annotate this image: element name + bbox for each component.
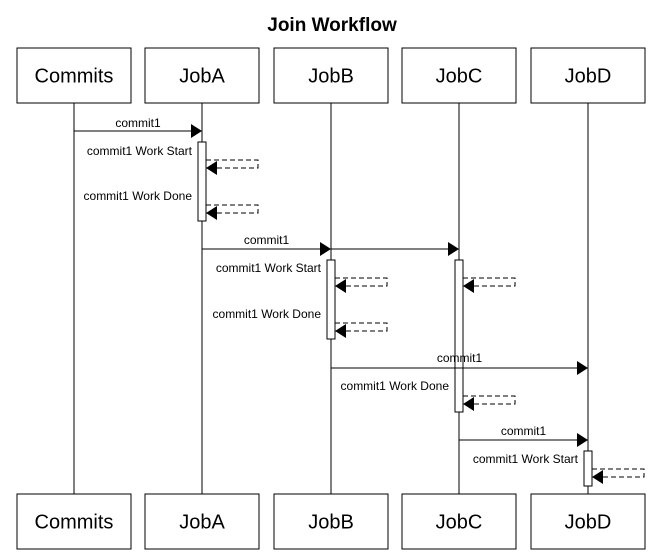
self-message-line — [463, 395, 516, 405]
message-label: commit1 Work Start — [473, 452, 579, 466]
participant-label: JobA — [179, 512, 225, 534]
message-11: commit1 Work Start — [473, 452, 645, 484]
activation-bar-jobd — [583, 450, 593, 487]
self-message-line — [335, 322, 388, 332]
participant-rect — [16, 47, 132, 104]
participant-box-jobb-top: JobB — [273, 47, 389, 104]
message-label: commit1 — [501, 424, 547, 438]
participant-box-jobc-bottom: JobC — [401, 493, 517, 550]
arrowhead — [463, 397, 474, 411]
participant-rect — [530, 47, 646, 104]
participant-label: JobA — [179, 66, 225, 88]
message-label: commit1 — [244, 233, 290, 247]
participant-label: JobD — [565, 512, 612, 534]
arrowhead — [448, 242, 459, 256]
activation-bar-jobc — [454, 259, 464, 413]
participant-rect — [401, 493, 517, 550]
message-0: commit1 — [74, 116, 202, 138]
message-2: commit1 Work Done — [84, 189, 259, 220]
participant-rect — [273, 47, 389, 104]
arrowhead — [191, 124, 202, 138]
participant-box-joba-top: JobA — [144, 47, 260, 104]
participant-box-jobc-top: JobC — [401, 47, 517, 104]
self-message-line — [335, 277, 388, 287]
activation-bar-jobb — [326, 259, 336, 340]
self-message-line — [206, 159, 259, 169]
arrowhead — [577, 361, 588, 375]
arrowhead — [577, 433, 588, 447]
participant-label: Commits — [35, 512, 114, 534]
message-8: commit1 — [331, 351, 588, 375]
messages: commit1 commit1 Work Start commit1 Work Do… — [74, 116, 645, 484]
participant-label: JobB — [308, 66, 354, 88]
activation-bars — [197, 141, 593, 487]
participant-rect — [16, 493, 132, 550]
message-label: commit1 — [115, 116, 161, 130]
participant-rect — [530, 493, 646, 550]
diagram-title: Join Workflow — [267, 15, 397, 36]
participant-label: JobD — [565, 66, 612, 88]
message-label: commit1 — [437, 351, 483, 365]
arrowhead — [463, 279, 474, 293]
participant-label: JobC — [436, 512, 483, 534]
activation-bar-joba — [197, 141, 207, 222]
arrowhead — [206, 206, 217, 220]
participant-box-jobd-bottom: JobD — [530, 493, 646, 550]
message-10: commit1 — [459, 424, 588, 447]
participant-box-jobd-top: JobD — [530, 47, 646, 104]
self-message-line — [592, 468, 645, 478]
participant-box-commits-top: Commits — [16, 47, 132, 104]
message-label: commit1 Work Done — [213, 307, 322, 321]
message-label: commit1 Work Start — [87, 144, 193, 158]
participant-label: JobC — [436, 66, 483, 88]
participant-boxes: CommitsCommitsJobAJobAJobBJobBJobCJobCJo… — [16, 47, 646, 550]
participant-rect — [273, 493, 389, 550]
arrowhead — [206, 161, 217, 175]
message-7: commit1 Work Done — [213, 307, 388, 338]
participant-box-joba-bottom: JobA — [144, 493, 260, 550]
message-label: commit1 Work Done — [84, 189, 193, 203]
self-message-line — [206, 204, 259, 214]
message-4 — [331, 242, 459, 256]
arrowhead — [335, 324, 346, 338]
message-9: commit1 Work Done — [341, 379, 516, 411]
self-message-line — [463, 277, 516, 287]
participant-label: JobB — [308, 512, 354, 534]
arrowhead — [592, 470, 603, 484]
arrowhead — [335, 279, 346, 293]
participant-rect — [144, 493, 260, 550]
message-1: commit1 Work Start — [87, 144, 259, 175]
message-label: commit1 Work Start — [216, 261, 322, 275]
message-5: commit1 Work Start — [216, 261, 388, 293]
participant-box-jobb-bottom: JobB — [273, 493, 389, 550]
arrowhead — [320, 242, 331, 256]
participant-box-commits-bottom: Commits — [16, 493, 132, 550]
message-6 — [463, 277, 516, 293]
message-3: commit1 — [202, 233, 331, 256]
participant-rect — [144, 47, 260, 104]
participant-rect — [401, 47, 517, 104]
participant-label: Commits — [35, 66, 114, 88]
message-label: commit1 Work Done — [341, 379, 450, 393]
